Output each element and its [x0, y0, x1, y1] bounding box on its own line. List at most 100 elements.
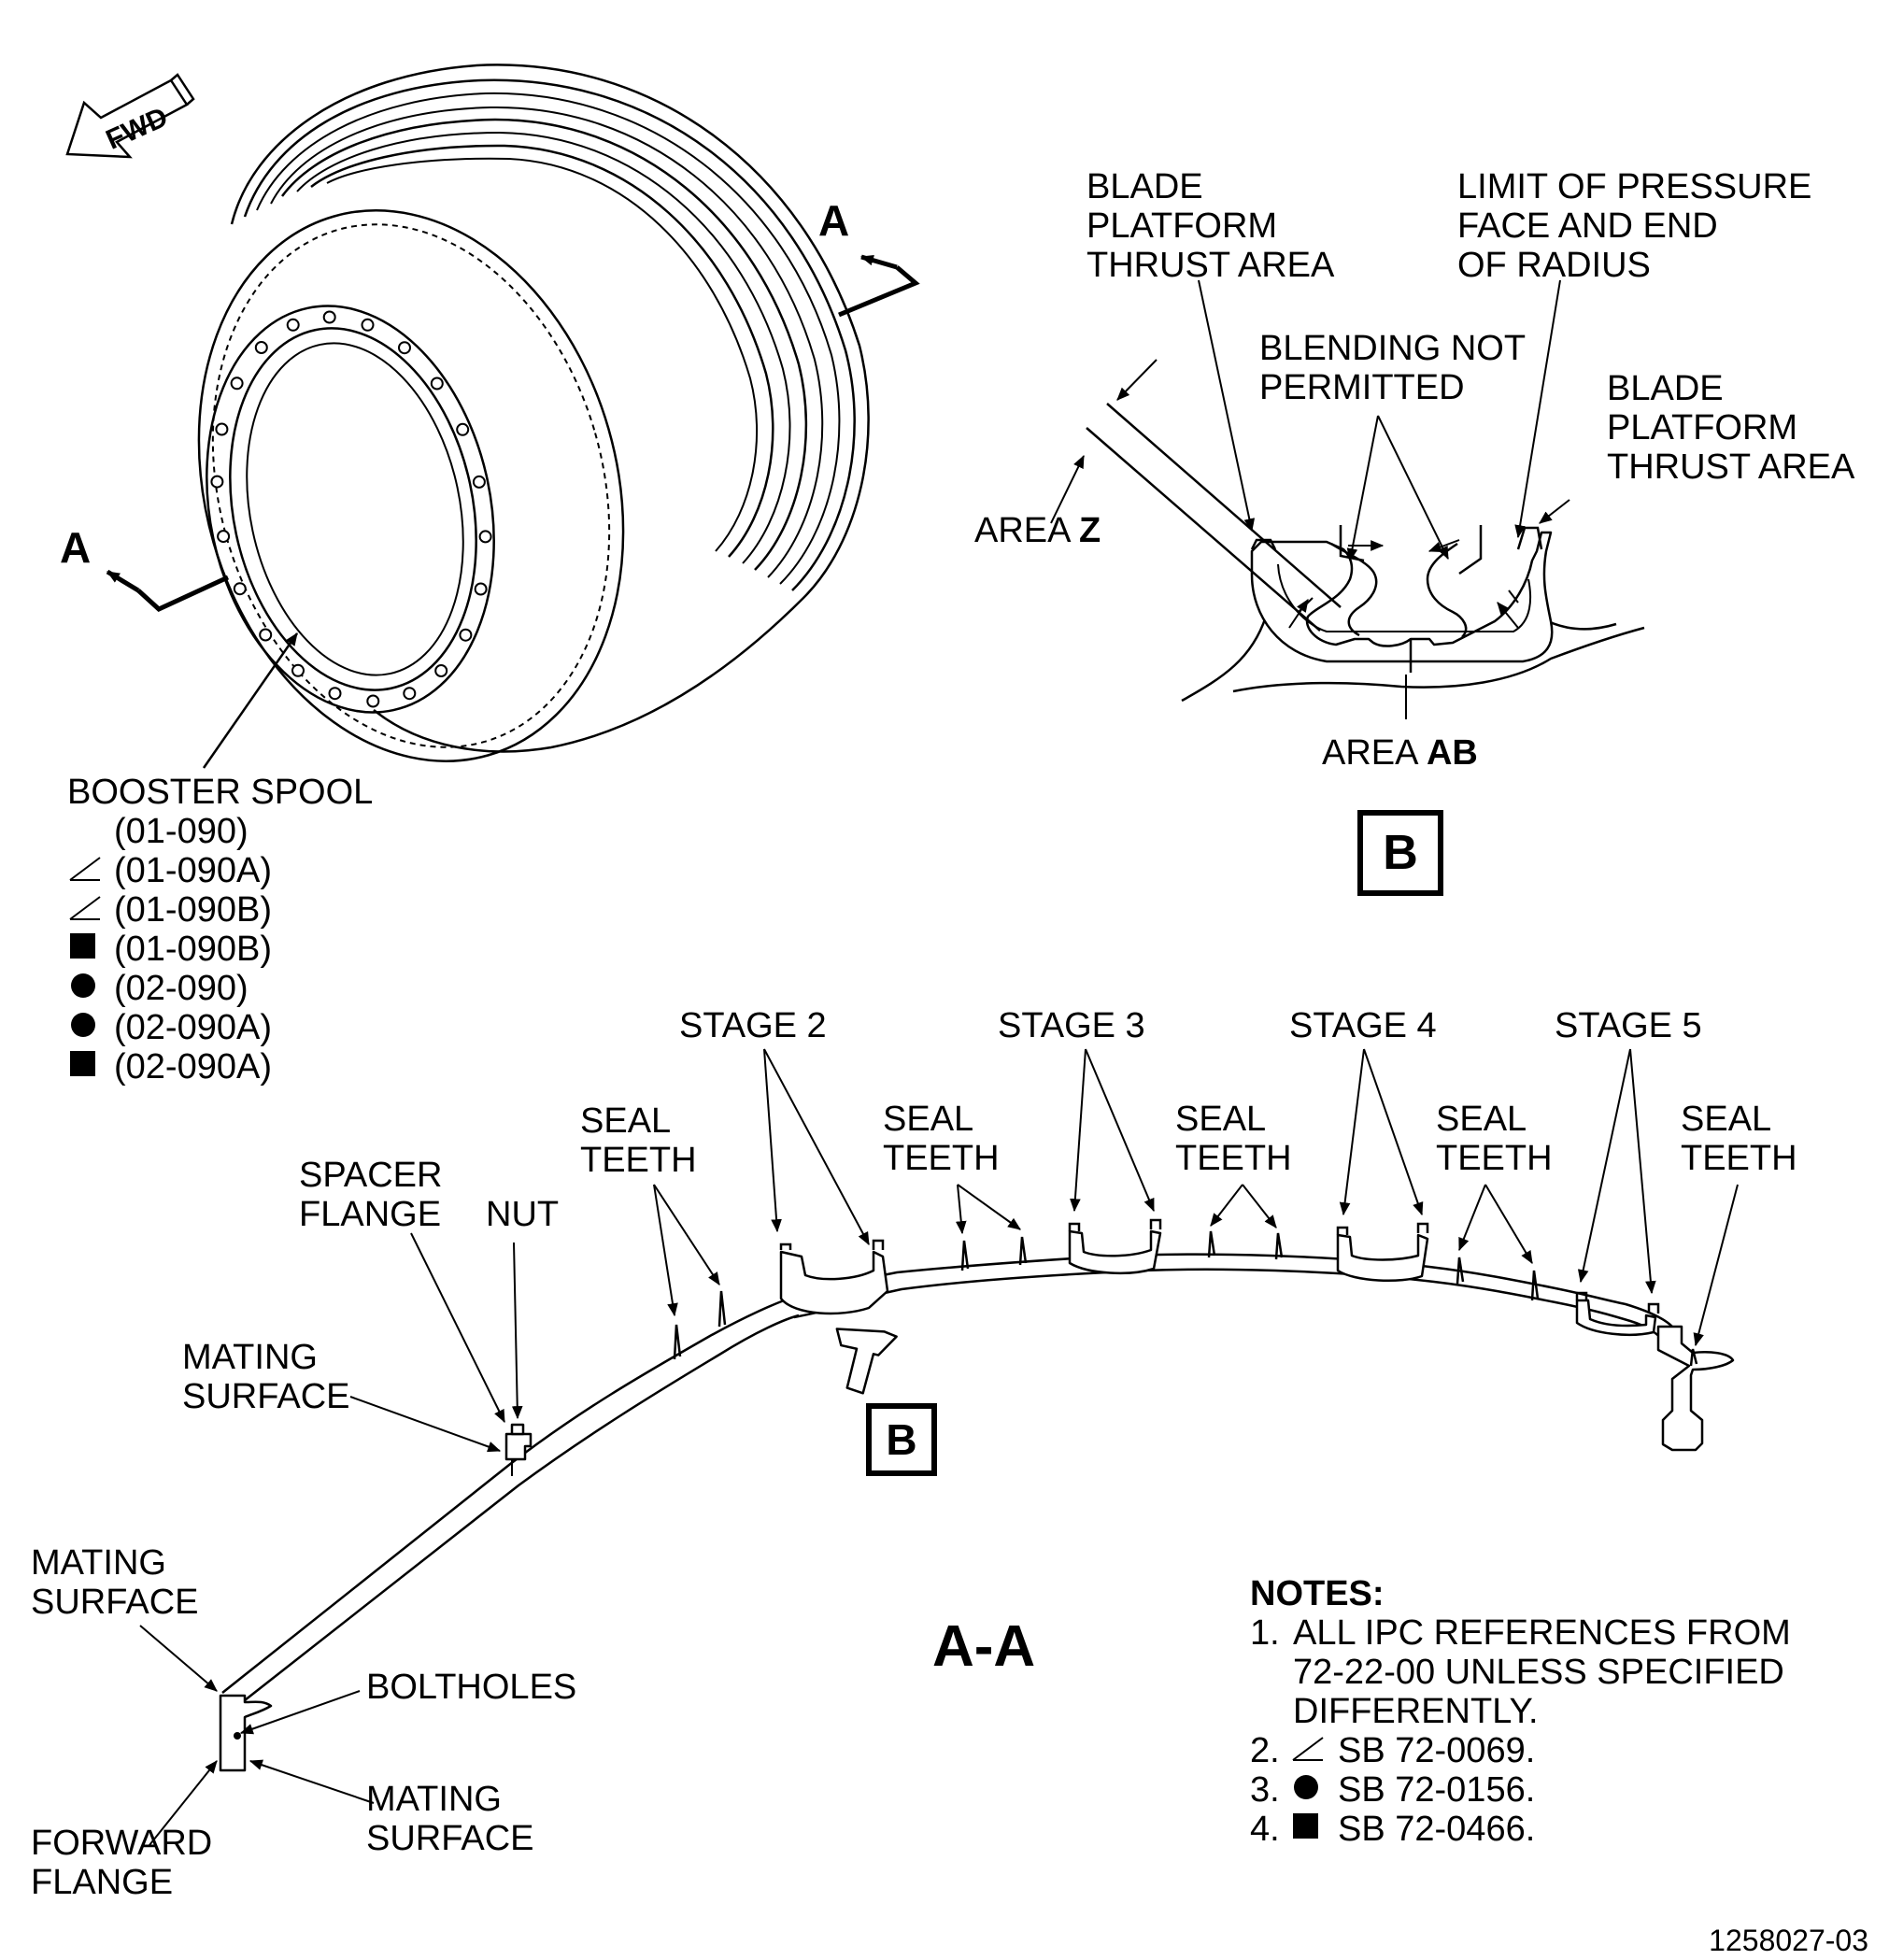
- note-1-line-2: 72-22-00 UNLESS SPECIFIED: [1293, 1653, 1784, 1692]
- detail-b: BLADE PLATFORM THRUST AREA LIMIT OF PRES…: [974, 167, 1855, 896]
- stage-3-label: STAGE 3: [998, 1006, 1145, 1045]
- flange-scallop: [403, 687, 417, 701]
- flange-scallop: [472, 475, 486, 489]
- flange-scallop: [233, 582, 247, 596]
- booster-spool-label: BOOSTER SPOOL: [67, 773, 373, 812]
- blade-platform-left-line1: BLADE: [1087, 167, 1203, 206]
- seal-teeth-1-line2: TEETH: [580, 1141, 697, 1180]
- note-1-line-1: ALL IPC REFERENCES FROM: [1293, 1613, 1791, 1653]
- stage-2-label: STAGE 2: [679, 1006, 827, 1045]
- limit-label-line3: OF RADIUS: [1457, 246, 1651, 285]
- note-number-3: 3.: [1250, 1770, 1280, 1810]
- forward-flange-line2: FLANGE: [31, 1863, 173, 1902]
- sb-0069-triangle-icon: [69, 896, 101, 920]
- notes-block: NOTES: 1.ALL IPC REFERENCES FROM72-22-00…: [1250, 1574, 1791, 1849]
- flange-scallop: [456, 422, 470, 436]
- seal-teeth-5-line2: TEETH: [1681, 1139, 1797, 1178]
- seal-teeth-1-line1: SEAL: [580, 1101, 671, 1141]
- limit-label-line2: FACE AND END: [1457, 206, 1718, 246]
- flange-scallop: [474, 582, 488, 596]
- ipc-ref-2: (01-090B): [114, 890, 272, 930]
- ipc-ref-6: (02-090A): [114, 1047, 272, 1087]
- note-1-line-3: DIFFERENTLY.: [1293, 1692, 1539, 1731]
- limit-label-line1: LIMIT OF PRESSURE: [1457, 167, 1811, 206]
- blending-label-line2: PERMITTED: [1259, 368, 1465, 407]
- seal-teeth-3-line1: SEAL: [1175, 1100, 1266, 1139]
- note-number-1: 1.: [1250, 1613, 1280, 1653]
- section-a-arrow-left: A: [60, 523, 230, 612]
- ipc-ref-5: (02-090A): [114, 1008, 272, 1047]
- mating-surface-upper-line2: SURFACE: [182, 1377, 349, 1416]
- seal-teeth-4-line1: SEAL: [1436, 1100, 1527, 1139]
- section-a-label-upper: A: [818, 196, 849, 245]
- flange-scallop: [215, 422, 229, 436]
- spacer-flange-line2: FLANGE: [299, 1195, 441, 1234]
- section-aa-title: A-A: [932, 1614, 1035, 1679]
- fwd-label: FWD: [102, 102, 173, 156]
- stage-5-label: STAGE 5: [1555, 1006, 1702, 1045]
- blade-platform-right-line2: PLATFORM: [1607, 408, 1797, 447]
- note-4-line-1: SB 72-0466.: [1338, 1810, 1535, 1849]
- area-ab-label: AREA AB: [1322, 733, 1478, 773]
- blade-platform-left-line2: PLATFORM: [1087, 206, 1277, 246]
- section-a-label-left: A: [60, 523, 91, 572]
- booster-spool-ipc-refs: (01-090)(01-090A)(01-090B)(01-090B)(02-0…: [69, 812, 272, 1087]
- booster-spool-callout: BOOSTER SPOOL (01-090)(01-090A)(01-090B)…: [67, 632, 373, 1087]
- flange-scallop: [217, 530, 231, 544]
- section-b-ref-label: B: [886, 1415, 916, 1464]
- sb-0466-square-icon: [1293, 1813, 1318, 1839]
- sb-0069-triangle-icon: [1292, 1737, 1324, 1761]
- flange-scallop: [459, 628, 473, 642]
- sb-0069-triangle-icon: [69, 857, 101, 881]
- blade-platform-right-line3: THRUST AREA: [1607, 447, 1855, 487]
- sb-0466-square-icon: [70, 933, 95, 959]
- seal-teeth-3-line2: TEETH: [1175, 1139, 1292, 1178]
- note-3-line-1: SB 72-0156.: [1338, 1770, 1535, 1810]
- blending-label-line1: BLENDING NOT: [1259, 329, 1526, 368]
- spacer-flange-line1: SPACER: [299, 1156, 442, 1195]
- flange-scallop: [398, 341, 411, 355]
- blade-platform-right-line1: BLADE: [1607, 369, 1724, 408]
- flange-scallop: [291, 663, 305, 677]
- flange-scallop: [328, 687, 342, 701]
- flange-scallop: [322, 310, 336, 324]
- boltholes-label: BOLTHOLES: [366, 1668, 576, 1707]
- note-number-4: 4.: [1250, 1810, 1280, 1849]
- stage-4-label: STAGE 4: [1289, 1006, 1437, 1045]
- detail-b-view-box: [1357, 810, 1443, 896]
- mating-surface-lower-line2: SURFACE: [366, 1819, 533, 1858]
- flange-scallop: [259, 628, 273, 642]
- sb-0156-circle-icon: [71, 1013, 95, 1037]
- ipc-ref-3: (01-090B): [114, 930, 272, 969]
- section-b-ref-box: [866, 1403, 937, 1476]
- flange-scallop: [478, 530, 492, 544]
- ipc-ref-4: (02-090): [114, 969, 249, 1008]
- detail-b-view-label: B: [1383, 826, 1418, 880]
- seal-teeth-2-line1: SEAL: [883, 1100, 973, 1139]
- flange-scallop: [434, 664, 448, 677]
- seal-teeth-2-line2: TEETH: [883, 1139, 1000, 1178]
- seal-teeth-5-line1: SEAL: [1681, 1100, 1771, 1139]
- sb-0466-square-icon: [70, 1051, 95, 1076]
- blade-platform-left-line3: THRUST AREA: [1087, 246, 1335, 285]
- mating-surface-left-line2: SURFACE: [31, 1583, 198, 1622]
- note-number-2: 2.: [1250, 1731, 1280, 1770]
- mating-surface-upper-line1: MATING: [182, 1338, 318, 1377]
- fwd-arrow-icon: FWD: [65, 73, 195, 159]
- seal-teeth-4-line2: TEETH: [1436, 1139, 1553, 1178]
- flange-scallop: [430, 376, 444, 391]
- flange-scallop: [230, 376, 244, 391]
- section-aa: B STAGE 2 STAGE 3 STAGE 4 STAGE 5 SEAL T…: [31, 1006, 1797, 1902]
- figure-id: 1258027-03: [1709, 1924, 1868, 1957]
- flange-scallop: [366, 694, 380, 708]
- mating-surface-lower-line1: MATING: [366, 1780, 502, 1819]
- flange-scallop: [210, 475, 224, 489]
- ipc-ref-0: (01-090): [114, 812, 249, 851]
- sb-0156-circle-icon: [1294, 1775, 1318, 1799]
- nut-label: NUT: [486, 1195, 559, 1234]
- forward-flange-line1: FORWARD: [31, 1824, 212, 1863]
- flange-scallop: [286, 318, 300, 332]
- flange-scallops: [210, 310, 492, 708]
